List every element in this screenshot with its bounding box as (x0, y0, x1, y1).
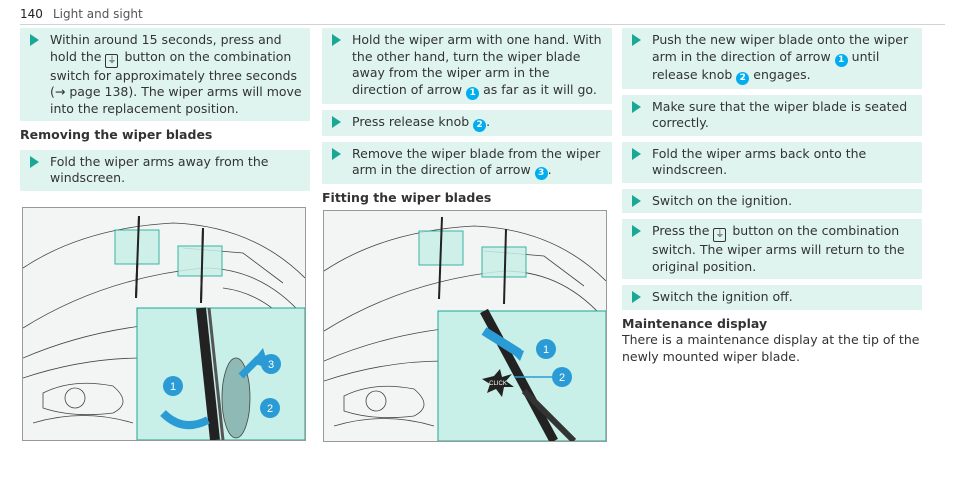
bullet-arrow-icon (632, 291, 641, 303)
step-text: Switch the ignition off. (652, 289, 793, 304)
bullet-arrow-icon (632, 147, 641, 160)
step-text: Press the ⏚ button on the combination sw… (652, 223, 905, 274)
step-text: Make sure that the wiper blade is seated… (652, 98, 908, 131)
bullet-arrow-icon (332, 34, 341, 46)
step-text: Fold the wiper arms away from the windsc… (50, 153, 269, 186)
step: Switch the ignition off. (622, 285, 922, 310)
svg-text:CLICK: CLICK (489, 381, 507, 387)
step-text: Remove the wiper blade from the wiper ar… (352, 145, 601, 180)
step: Push the new wiper blade onto the wiper … (622, 28, 922, 89)
figure-removing-wiper: 1 2 3 (22, 207, 306, 441)
step: Fold the wiper arms away from the windsc… (20, 149, 310, 191)
step-text: Push the new wiper blade onto the wiper … (652, 32, 909, 85)
step: Press the ⏚ button on the combination sw… (622, 219, 922, 279)
heading-removing: Removing the wiper blades (20, 127, 213, 142)
step: Make sure that the wiper blade is seated… (622, 94, 922, 136)
step: Switch on the ignition. (622, 188, 922, 213)
bullet-arrow-icon (332, 115, 341, 128)
callout-marker: 2 (736, 71, 750, 85)
bullet-arrow-icon (632, 225, 641, 237)
svg-text:1: 1 (543, 344, 549, 356)
callout-1: 1 (536, 339, 556, 359)
figure-fitting-wiper: CLICK 1 2 (323, 210, 607, 442)
step: Fold the wiper arms back onto the windsc… (622, 141, 922, 183)
svg-text:2: 2 (559, 372, 565, 384)
step-text: Hold the wiper arm with one hand. With t… (352, 32, 602, 100)
callout-1: 1 (163, 376, 183, 396)
callout-marker: 1 (466, 86, 480, 100)
step: Hold the wiper arm with one hand. With t… (322, 28, 612, 104)
car-wiper-illustration: CLICK 1 2 (324, 211, 606, 441)
callout-marker: 2 (473, 118, 487, 132)
column-2: Hold the wiper arm with one hand. With t… (322, 28, 612, 213)
svg-text:3: 3 (268, 359, 274, 371)
page-header: 140 Light and sight (20, 4, 945, 25)
heading-fitting: Fitting the wiper blades (322, 190, 492, 205)
section-title: Light and sight (53, 7, 143, 21)
step: Press release knob 2. (322, 109, 612, 136)
step: Within around 15 seconds, press and hold… (20, 28, 310, 121)
bullet-arrow-icon (332, 147, 341, 160)
callout-marker: 1 (834, 53, 848, 67)
click-burst-icon: CLICK (482, 369, 514, 397)
wiper-button-icon: ⏚ (713, 228, 727, 242)
step-text: Switch on the ignition. (652, 192, 793, 208)
callout-marker: 3 (534, 167, 548, 180)
heading-maintenance: Maintenance display (622, 315, 768, 331)
bullet-arrow-icon (30, 155, 39, 168)
step-text: Within around 15 seconds, press and hold… (50, 32, 302, 116)
svg-text:1: 1 (170, 381, 176, 393)
svg-text:2: 2 (267, 403, 273, 415)
maintenance-text: There is a maintenance display at the ti… (622, 332, 920, 364)
callout-3: 3 (261, 354, 281, 374)
wiper-button-icon: ⏚ (105, 53, 119, 68)
step-text: Press release knob 2. (352, 113, 491, 132)
bullet-arrow-icon (632, 194, 641, 207)
page-number: 140 (20, 7, 43, 21)
car-wiper-illustration: 1 2 3 (23, 208, 305, 440)
column-1: Within around 15 seconds, press and hold… (20, 28, 310, 197)
step-text: Fold the wiper arms back onto the windsc… (652, 145, 867, 178)
bullet-arrow-icon (30, 34, 39, 46)
step: Remove the wiper blade from the wiper ar… (322, 141, 612, 184)
callout-2: 2 (552, 367, 572, 387)
column-3: Push the new wiper blade onto the wiper … (622, 28, 922, 365)
callout-2: 2 (260, 398, 280, 418)
bullet-arrow-icon (632, 100, 641, 113)
bullet-arrow-icon (632, 34, 641, 46)
